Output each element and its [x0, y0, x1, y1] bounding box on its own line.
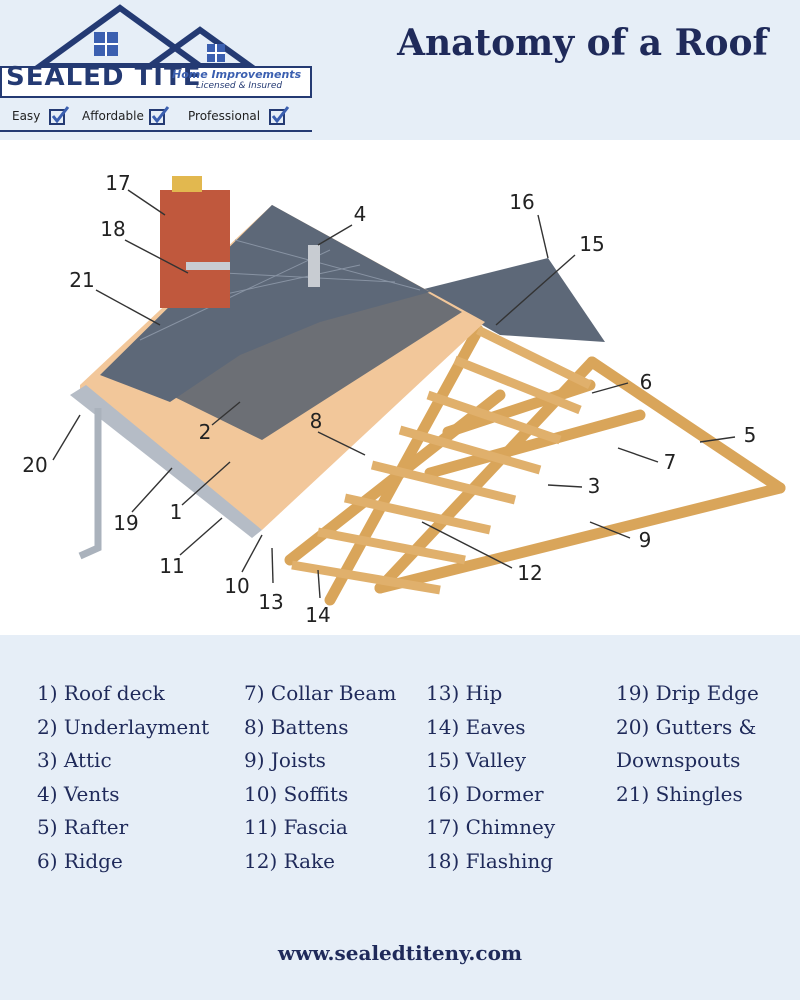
- legend-item: 9) Joists: [244, 748, 326, 772]
- legend-item: 2) Underlayment: [37, 714, 210, 739]
- legend-item: 6) Ridge: [37, 848, 123, 873]
- callout-13: 13: [258, 590, 283, 614]
- legend-item: 13) Hip: [426, 681, 503, 705]
- website-link[interactable]: www.sealedtiteny.com: [277, 941, 523, 965]
- legend-item: 11) Fascia: [244, 815, 348, 839]
- callout-14: 14: [305, 603, 330, 627]
- legend-item: 15) Valley: [426, 748, 527, 772]
- tagline-professional: Professional: [188, 109, 261, 123]
- callout-7: 7: [664, 450, 677, 474]
- brand-subtitle: Home Improvements: [172, 68, 302, 81]
- tagline-affordable: Affordable: [82, 109, 144, 123]
- dormer-roof: [420, 258, 605, 342]
- callout-18: 18: [100, 217, 125, 241]
- legend-item: 1) Roof deck: [37, 681, 165, 705]
- callout-20: 20: [22, 453, 47, 477]
- page-title: Anatomy of a Roof: [397, 22, 768, 64]
- legend-column-3: 13) Hip 14) Eaves 15) Valley 16) Dormer …: [426, 677, 555, 878]
- callout-15: 15: [579, 232, 604, 256]
- checkmark-icon: [269, 106, 290, 125]
- callout-8: 8: [310, 409, 323, 433]
- company-logo[interactable]: SEALED TITE Home Improvements Licensed &…: [0, 0, 315, 135]
- roof-illustration: 17 18 21 4 16 15 6 5 7 8 3 9 2 1 19 20 1…: [22, 171, 786, 627]
- legend-item: 20) Gutters &: [616, 714, 757, 739]
- house-logo-icon: [30, 4, 260, 69]
- legend-column-2: 7) Collar Beam 8) Battens 9) Joists 10) …: [244, 677, 396, 878]
- downspout: [78, 408, 102, 560]
- legend-column-4: 19) Drip Edge 20) Gutters & Downspouts 2…: [616, 677, 759, 811]
- leader-lines: [52, 189, 736, 599]
- logo-divider: [0, 130, 312, 132]
- chimney-cap: [172, 176, 202, 192]
- legend-item: 17) Chimney: [426, 815, 556, 839]
- vent: [308, 245, 320, 287]
- callout-2: 2: [199, 420, 212, 444]
- shingles: [100, 205, 430, 402]
- brand-name: SEALED TITE: [6, 62, 202, 92]
- legend-item: Downspouts: [616, 748, 741, 772]
- legend-item: 18) Flashing: [426, 848, 554, 873]
- legend-item: 4) Vents: [37, 781, 120, 806]
- callout-4: 4: [354, 202, 367, 226]
- legend-item: 16) Dormer: [426, 781, 544, 806]
- legend-item: 7) Collar Beam: [244, 681, 397, 705]
- legend-item: 12) Rake: [244, 848, 336, 873]
- checkmark-icon: [49, 106, 70, 125]
- legend-item: 3) Attic: [37, 748, 112, 772]
- callout-9: 9: [639, 528, 652, 552]
- chimney: [160, 190, 230, 308]
- callout-6: 6: [640, 370, 653, 394]
- legend-item: 5) Rafter: [37, 815, 129, 839]
- callout-5: 5: [744, 423, 757, 447]
- roof-diagram: 17 18 21 4 16 15 6 5 7 8 3 9 2 1 19 20 1…: [0, 140, 800, 635]
- legend-item: 10) Soffits: [244, 781, 349, 806]
- checkmark-icon: [149, 106, 170, 125]
- brand-license: Licensed & Insured: [196, 81, 283, 91]
- legend: 1) Roof deck 2) Underlayment 3) Attic 4)…: [0, 635, 800, 1000]
- callout-1: 1: [170, 500, 183, 524]
- callout-16: 16: [509, 190, 534, 214]
- callout-11: 11: [159, 554, 184, 578]
- header: SEALED TITE Home Improvements Licensed &…: [0, 0, 800, 140]
- callout-10: 10: [224, 574, 249, 598]
- callout-21: 21: [69, 268, 94, 292]
- gutter: [70, 385, 262, 538]
- battens: [291, 325, 592, 595]
- callout-3: 3: [588, 474, 601, 498]
- legend-item: 19) Drip Edge: [616, 681, 759, 705]
- callout-17: 17: [105, 171, 130, 195]
- callout-12: 12: [517, 561, 542, 585]
- tagline-easy: Easy: [12, 109, 41, 123]
- legend-item: 8) Battens: [244, 714, 349, 739]
- legend-item: 14) Eaves: [426, 714, 526, 739]
- logo-banner: [0, 66, 312, 98]
- legend-item: 21) Shingles: [616, 781, 743, 806]
- flashing: [186, 262, 230, 270]
- legend-column-1: 1) Roof deck 2) Underlayment 3) Attic 4)…: [37, 677, 209, 878]
- callout-19: 19: [113, 511, 138, 535]
